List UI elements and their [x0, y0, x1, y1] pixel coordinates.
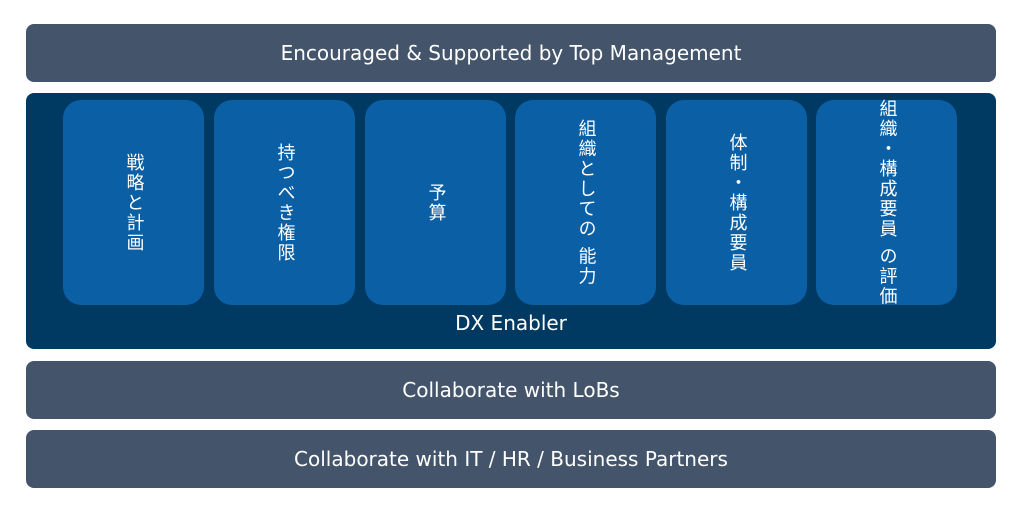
card-org-capability-line-1: 組織としての: [575, 118, 597, 239]
partners-collaboration-label: Collaborate with IT / HR / Business Part…: [294, 447, 728, 471]
dx-enabler-label: DX Enabler: [455, 311, 567, 335]
top-management-label: Encouraged & Supported by Top Management: [280, 41, 742, 65]
card-org-capability: 組織としての 能力: [515, 100, 656, 305]
card-org-capability-line-2: 能力: [575, 246, 597, 287]
top-management-bar: Encouraged & Supported by Top Management: [26, 24, 996, 82]
card-evaluation-line-1: 組織・構成要員: [876, 98, 898, 239]
lob-collaboration-bar: Collaborate with LoBs: [26, 361, 996, 419]
card-authority: 持つべき権限: [214, 100, 355, 305]
card-evaluation-line-2: の評価: [876, 246, 898, 307]
card-budget-line-1: 予算: [425, 182, 447, 223]
card-strategy-planning-line-1: 戦略と計画: [123, 152, 145, 253]
dx-enabler-panel: 戦略と計画 持つべき権限 予算 組織としての 能力 体制・構成要員 組織・構成要…: [26, 93, 996, 349]
card-budget: 予算: [365, 100, 506, 305]
card-strategy-planning: 戦略と計画: [63, 100, 204, 305]
partners-collaboration-bar: Collaborate with IT / HR / Business Part…: [26, 430, 996, 488]
lob-collaboration-label: Collaborate with LoBs: [402, 378, 620, 402]
card-structure-staff: 体制・構成要員: [666, 100, 807, 305]
card-structure-staff-line-1: 体制・構成要員: [726, 132, 748, 273]
card-evaluation: 組織・構成要員 の評価: [816, 98, 957, 307]
card-authority-line-1: 持つべき権限: [274, 142, 296, 263]
